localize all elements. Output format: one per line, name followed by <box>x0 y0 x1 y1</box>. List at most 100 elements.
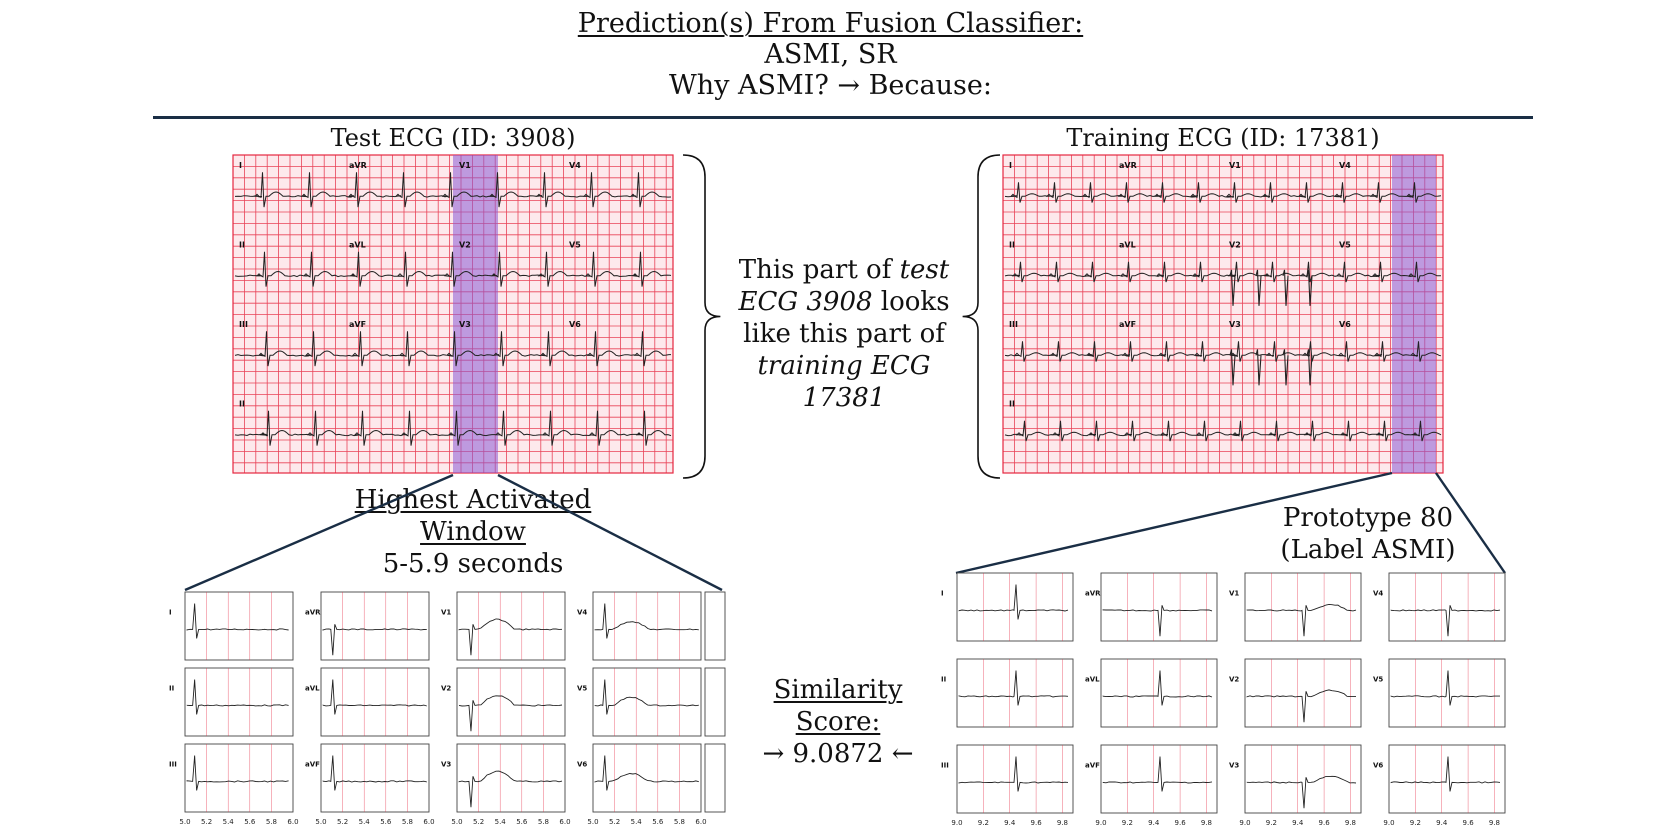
left-lead-label: aVL <box>305 684 320 692</box>
left-trace <box>458 695 563 732</box>
training-ecg-lead-label: V6 <box>1339 320 1351 329</box>
training-ecg-lead-label: II <box>1009 400 1015 409</box>
test-ecg-highlight <box>453 155 498 473</box>
test-ecg-lead-label: aVL <box>349 241 366 250</box>
left-tick-label: 5.8 <box>538 818 549 826</box>
right-trace <box>958 756 1069 792</box>
training-ecg-lead-label: aVR <box>1119 161 1137 170</box>
zoom-lines <box>184 471 1506 592</box>
test-ecg-lead-label: II <box>239 241 245 250</box>
explanation-part-2: looks like this part of <box>743 287 950 349</box>
test-ecg-lead-label: V1 <box>459 161 471 170</box>
left-lead-label: V1 <box>441 608 451 616</box>
right-tick-label: 9.0 <box>1095 819 1106 827</box>
window-caption: Highest Activated Window 5-5.9 seconds <box>353 484 593 580</box>
training-ecg-lead-label: V5 <box>1339 241 1351 250</box>
test-ecg-lead-label: aVF <box>349 320 366 329</box>
left-panel-clipped <box>704 591 726 661</box>
training-ecg-title: Training ECG (ID: 17381) <box>1066 124 1380 152</box>
left-trace <box>458 618 563 656</box>
test-ecg-lead-label: I <box>239 161 242 170</box>
left-lead-label: V5 <box>577 684 587 692</box>
zoom-line-left-a <box>184 473 454 592</box>
training-ecg-lead-label: II <box>1009 241 1015 250</box>
left-tick-label: 5.0 <box>315 818 326 826</box>
training-ecg-deep-s-wave <box>1255 349 1262 386</box>
training-ecg-lead-label: V1 <box>1229 161 1241 170</box>
right-lead-label: V5 <box>1373 675 1383 683</box>
left-trace <box>186 603 289 639</box>
training-ecg-lead-label: V2 <box>1229 241 1241 250</box>
right-brace <box>682 154 721 479</box>
left-brace <box>962 154 1001 479</box>
right-lead-label: aVL <box>1085 675 1100 683</box>
right-tick-label: 9.2 <box>978 819 989 827</box>
left-panel <box>184 667 294 737</box>
left-lead-label: V4 <box>577 608 587 616</box>
right-panel <box>1388 658 1506 728</box>
right-trace <box>1102 605 1213 637</box>
training-ecg-lead-label: V3 <box>1229 320 1241 329</box>
left-tick-label: 5.0 <box>451 818 462 826</box>
left-tick-label: 5.4 <box>495 818 507 826</box>
right-lead-label: V3 <box>1229 761 1239 769</box>
right-tick-label: 9.6 <box>1319 819 1331 827</box>
left-tick-label: 5.6 <box>652 818 664 826</box>
training-ecg-deep-s-wave <box>1282 269 1289 306</box>
left-tick-label: 5.4 <box>631 818 643 826</box>
right-tick-label: 9.2 <box>1410 819 1421 827</box>
left-trace <box>186 679 289 715</box>
prediction-heading: Prediction(s) From Fusion Classifier: <box>577 8 1084 39</box>
left-tick-label: 5.4 <box>359 818 371 826</box>
training-ecg-lead-label: V4 <box>1339 161 1351 170</box>
left-panel <box>592 743 702 813</box>
similarity-block: Similarity Score: → 9.0872 ← <box>733 674 943 770</box>
left-lead-label: I <box>169 608 172 616</box>
right-tick-label: 9.0 <box>1383 819 1394 827</box>
test-ecg-lead-label: V5 <box>569 241 581 250</box>
right-lead-label: I <box>941 589 944 597</box>
test-ecg-lead-label: aVR <box>349 161 367 170</box>
left-panel <box>184 591 294 661</box>
left-tick-label: 6.0 <box>287 818 298 826</box>
left-lead-label: aVR <box>305 608 321 616</box>
right-tick-label: 9.2 <box>1266 819 1277 827</box>
left-tick-label: 6.0 <box>695 818 706 826</box>
right-trace <box>1102 670 1213 706</box>
right-trace <box>1246 775 1357 809</box>
left-panel <box>184 743 294 813</box>
test-ecg-trace-row-4 <box>234 410 672 446</box>
right-trace <box>958 584 1069 620</box>
left-tick-label: 5.6 <box>516 818 528 826</box>
right-tick-label: 9.2 <box>1122 819 1133 827</box>
prototype-label: (Label ASMI) <box>1280 535 1456 565</box>
left-tick-label: 5.2 <box>609 818 620 826</box>
training-ecg-lead-label: I <box>1009 161 1012 170</box>
right-trace <box>1390 605 1501 637</box>
right-panel <box>1100 572 1218 642</box>
left-lead-label: V6 <box>577 760 587 768</box>
training-ecg-deep-s-wave <box>1306 269 1313 306</box>
training-ecg-highlight <box>1392 155 1436 473</box>
right-trace <box>1390 756 1501 792</box>
left-trace <box>322 624 427 656</box>
right-panel <box>1388 572 1506 642</box>
left-tick-label: 5.0 <box>179 818 190 826</box>
training-ecg-trace-row-1 <box>1004 182 1442 203</box>
right-lead-label: V6 <box>1373 761 1383 769</box>
window-range: 5-5.9 seconds <box>382 549 564 579</box>
header: Prediction(s) From Fusion Classifier: AS… <box>0 8 1661 101</box>
right-trace <box>1390 670 1500 706</box>
training-ecg-deep-s-wave <box>1229 349 1236 386</box>
left-trace <box>322 679 427 715</box>
explanation-text: This part of test ECG 3908 looks like th… <box>738 254 950 414</box>
left-panel <box>320 591 430 661</box>
explanation-part-1: This part of <box>738 255 900 285</box>
training-ecg-trace-row-4 <box>1004 420 1442 442</box>
right-panel <box>1388 744 1506 814</box>
left-panel-clipped <box>704 667 726 737</box>
